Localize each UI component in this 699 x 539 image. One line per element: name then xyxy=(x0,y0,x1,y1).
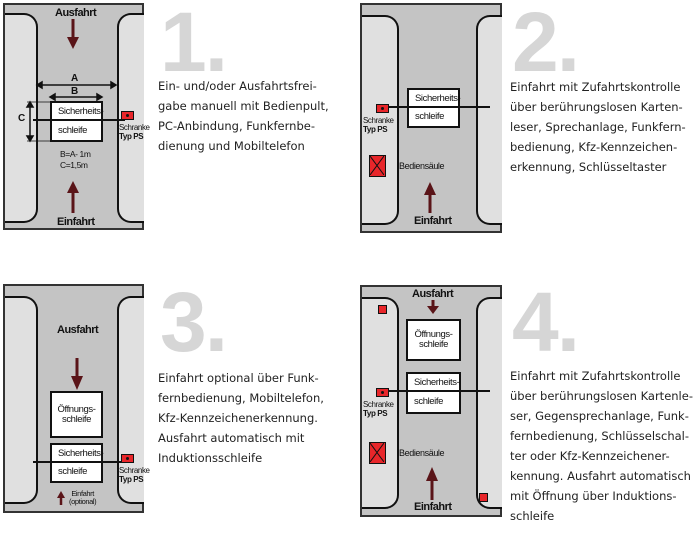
road-diagram-1: Ausfahrt xyxy=(3,3,150,230)
diagram-graphics xyxy=(424,182,436,213)
diagram-graphics xyxy=(426,300,439,500)
exit-label: Ausfahrt xyxy=(57,324,99,336)
road-diagram-4: Ausfahrt Öffnungs- schleife Sicherheits-… xyxy=(360,285,502,517)
barrier-ps-icon xyxy=(121,454,134,463)
entry-arrow-icon xyxy=(424,182,436,213)
barrier-label-2: Typ PS xyxy=(363,125,388,134)
entry-optional-arrow-icon xyxy=(57,491,65,505)
safety-loop-label-2: schleife xyxy=(414,396,444,407)
entry-arrow-icon xyxy=(67,181,79,213)
panel-number: 4. xyxy=(512,275,580,369)
barrier-label-1: Schranke xyxy=(363,400,394,409)
panel-number: 3. xyxy=(160,275,228,369)
formula-b: B=A- 1m xyxy=(60,149,91,159)
safety-loop-label-2: schleife xyxy=(58,466,88,477)
barrier-ps-icon xyxy=(376,388,389,397)
exit-label: Ausfahrt xyxy=(55,7,97,19)
entry-arrow-icon xyxy=(426,467,438,500)
entry-label: Einfahrt xyxy=(57,216,95,228)
dimension-b-label: B xyxy=(71,86,78,97)
left-island xyxy=(5,296,38,504)
panel-4: Ausfahrt Öffnungs- schleife Sicherheits-… xyxy=(350,280,699,539)
barrier-label-1: Schranke xyxy=(119,123,150,132)
barrier-ps-icon xyxy=(121,111,134,120)
barrier-label-1: Schranke xyxy=(363,116,394,125)
left-island xyxy=(362,297,399,509)
right-island xyxy=(117,296,144,504)
barrier-label: Schranke Typ PS xyxy=(363,400,394,418)
barrier-label-1: Schranke xyxy=(119,466,150,475)
safety-loop: Sicherheits- schleife xyxy=(50,443,104,483)
barrier-arm xyxy=(387,390,490,392)
barrier-arm xyxy=(33,461,125,463)
barrier-ps-icon xyxy=(376,104,389,113)
exit-arrow-icon xyxy=(427,300,439,314)
panel-1: Ausfahrt xyxy=(0,0,349,259)
safety-loop-label-2: schleife xyxy=(415,111,445,122)
dimension-a-icon xyxy=(35,80,118,90)
barrier-label: Schranke Typ PS xyxy=(363,116,394,134)
right-island xyxy=(476,297,502,509)
control-pillar-icon xyxy=(369,442,386,464)
barrier-label-2: Typ PS xyxy=(119,475,144,484)
diagram-graphics xyxy=(57,358,83,505)
entry-optional-label-2: (optional) xyxy=(69,497,97,506)
safety-loop: Sicherheits- schleife xyxy=(406,372,461,414)
barrier-arm xyxy=(33,119,125,121)
formula-c: C=1,5m xyxy=(60,160,88,170)
road-diagram-2: Sicherheits- schleife Schranke Typ PS Be… xyxy=(360,3,502,233)
control-pillar-label: Bediensäule xyxy=(399,161,445,171)
panel-description: Ein- und/oder Ausfahrtsfrei- gabe manuel… xyxy=(158,79,329,153)
panel-description: Einfahrt optional über Funk- fernbedienu… xyxy=(158,371,324,465)
exit-arrow-icon xyxy=(67,19,79,49)
barrier-arm xyxy=(387,106,490,108)
road-diagram-3: Ausfahrt Öffnungs- schleife Sicherheits-… xyxy=(3,284,150,513)
entry-label: Einfahrt xyxy=(414,215,452,227)
sensor-top-icon xyxy=(378,305,387,314)
entry-optional-label: Einfahrt (optional) xyxy=(69,489,97,506)
barrier-label-2: Typ PS xyxy=(363,409,388,418)
barrier-label: Schranke Typ PS xyxy=(119,123,150,141)
entry-optional-label-1: Einfahrt xyxy=(71,489,94,498)
dimension-a-label: A xyxy=(71,73,78,84)
exit-label: Ausfahrt xyxy=(412,288,454,300)
barrier-label: Schranke Typ PS xyxy=(119,466,150,484)
control-pillar-label: Bediensäule xyxy=(399,448,445,458)
panel-number: 2. xyxy=(512,0,580,89)
panel-2: Sicherheits- schleife Schranke Typ PS Be… xyxy=(350,0,699,259)
panel-number: 1. xyxy=(160,0,228,89)
right-island xyxy=(476,15,502,225)
panel-description: Einfahrt mit Zufahrtskontrolle über berü… xyxy=(510,369,693,523)
diagram-graphics xyxy=(25,19,118,213)
sensor-bottom-icon xyxy=(479,493,488,502)
cross-icon xyxy=(370,443,384,462)
safety-loop: Sicherheits- schleife xyxy=(50,101,104,142)
opening-loop-label: Öffnungs- xyxy=(414,329,453,340)
panel-3: Ausfahrt Öffnungs- schleife Sicherheits-… xyxy=(0,280,349,539)
safety-loop-label: Sicherheits- xyxy=(414,377,460,388)
dimension-c-icon xyxy=(25,100,51,143)
opening-loop: Öffnungs- schleife xyxy=(406,319,461,361)
control-pillar-icon xyxy=(369,155,386,177)
safety-loop-label: Sicherheits- xyxy=(58,106,104,117)
opening-loop-label-2: schleife xyxy=(418,339,448,350)
left-island xyxy=(362,15,399,225)
safety-loop-label-2: schleife xyxy=(58,125,88,136)
cross-icon xyxy=(370,156,384,175)
entry-label: Einfahrt xyxy=(414,501,452,513)
safety-loop-label: Sicherheits- xyxy=(58,448,104,459)
safety-loop: Sicherheits- schleife xyxy=(407,88,461,128)
dimension-b-icon xyxy=(48,92,104,102)
opening-loop-label-2: schleife xyxy=(61,414,91,425)
opening-loop: Öffnungs- schleife xyxy=(50,391,103,438)
safety-loop-label: Sicherheits- xyxy=(415,93,461,104)
exit-arrow-icon xyxy=(71,358,83,390)
opening-loop-label: Öffnungs- xyxy=(57,404,96,415)
left-island xyxy=(5,13,38,223)
panel-description: Einfahrt mit Zufahrtskontrolle über berü… xyxy=(510,80,686,174)
dimension-c-label: C xyxy=(18,113,25,124)
barrier-label-2: Typ PS xyxy=(119,132,144,141)
